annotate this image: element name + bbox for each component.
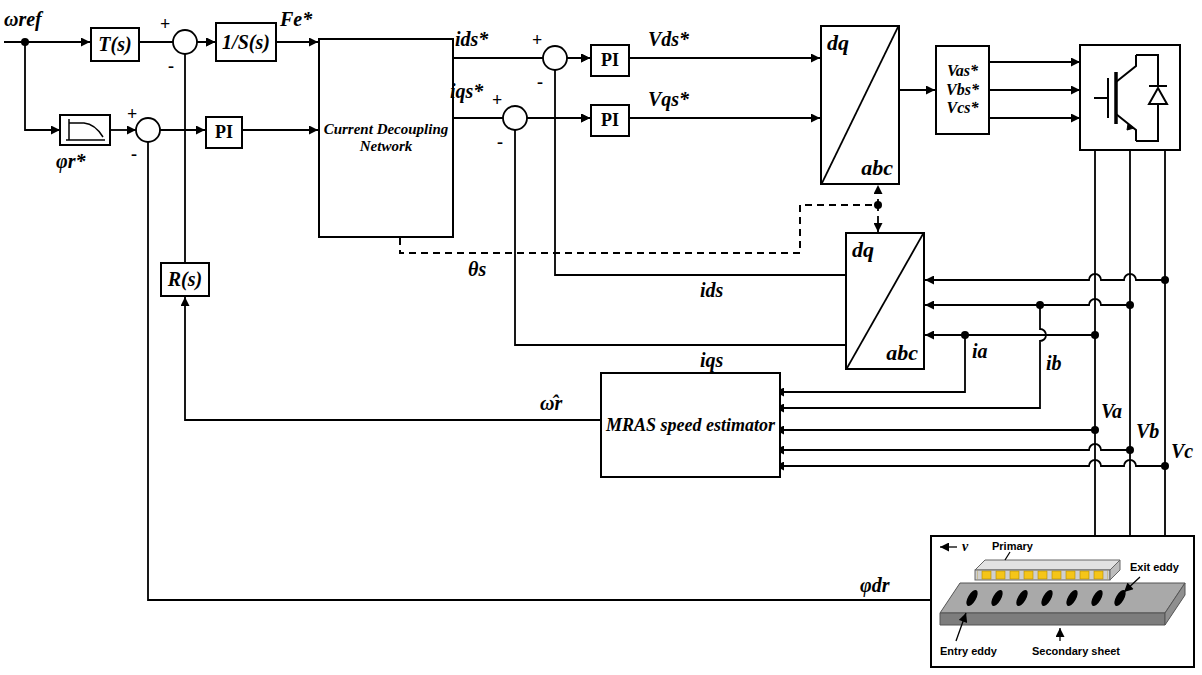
signal-label: Va [1101, 400, 1122, 423]
signal-label: ids [700, 279, 723, 302]
sign-label: + [492, 90, 502, 111]
gate-signal-wire [990, 117, 1080, 119]
signal-label: ib [1046, 352, 1062, 375]
signal-label: ωref [4, 8, 42, 31]
signal-connector [185, 297, 600, 420]
block-label: PI [215, 122, 233, 143]
transform-block: dq abc [820, 25, 900, 185]
signal-connector [630, 117, 820, 119]
pi-controller: PI [590, 104, 630, 137]
sign-label: - [168, 56, 174, 77]
pi-controller: PI [205, 116, 243, 149]
reference-wire [25, 42, 60, 130]
current-tap [925, 334, 1095, 336]
signal-label: iqs* [450, 80, 483, 103]
reference-wire [4, 41, 90, 43]
motor-box: v PrimaryExit eddyEntry eddy Secondary she… [930, 535, 1195, 668]
linear-motor-illustration [940, 547, 1185, 641]
flux-reference-wire [110, 129, 136, 131]
transform-block: dq abc [845, 232, 925, 370]
voltage-sense-wire [775, 429, 1095, 431]
current-tap [925, 299, 1130, 305]
gate-signal-wire [990, 89, 1080, 91]
transfer-block: R(s) [160, 262, 210, 297]
block-label: Vas* [947, 62, 978, 80]
voltage-sense-wire [775, 444, 1130, 450]
signal-label: ids* [455, 28, 488, 51]
sign-label: - [537, 72, 543, 93]
part-label: v [962, 539, 968, 555]
block-label: abc [861, 155, 893, 180]
sign-label: + [532, 30, 542, 51]
block-label: R(s) [168, 268, 202, 291]
gate-signal-wire [990, 61, 1080, 63]
diagonal-line [847, 234, 923, 368]
signal-connector [555, 58, 845, 275]
transfer-block: 1/S(s) [215, 22, 277, 62]
part-label: Entry eddy [940, 645, 997, 658]
junction-dot [874, 201, 882, 209]
signal-connector [900, 89, 935, 91]
block-label: abc [886, 340, 918, 365]
signal-label: Fe* [280, 8, 312, 31]
signal-connector [630, 57, 820, 59]
igbt-symbol [1094, 55, 1167, 141]
signal-connector [515, 118, 845, 345]
signal-label: Vb [1136, 420, 1159, 443]
block-label: dq [852, 237, 874, 262]
transfer-block: T(s) [90, 27, 140, 62]
block-label: PI [601, 50, 619, 71]
block-label: MRAS speed estimator [606, 415, 775, 436]
field-weakening-block [60, 115, 110, 145]
signal-label: ia [972, 340, 988, 363]
signal-connector [400, 205, 878, 253]
block-label: 1/S(s) [222, 31, 270, 54]
part-label: Secondary sheet [1032, 645, 1120, 658]
voltage-reference-block: Vas*Vbs*Vcs* [935, 45, 990, 135]
voltage-sense-wire [775, 460, 1165, 466]
signal-label: Vqs* [648, 88, 689, 111]
signal-label: Vc [1171, 440, 1193, 463]
signal-connector [243, 129, 318, 131]
block-label: Current Decoupling Network [323, 121, 449, 156]
signal-label: θs [468, 258, 486, 281]
signal-label: ω̂r [540, 392, 562, 415]
signal-label: Vds* [648, 28, 689, 51]
estimator-block: MRAS speed estimator [600, 372, 781, 478]
pi-controller: PI [590, 44, 630, 77]
phase-wire [1095, 150, 1165, 535]
signal-label: iqs [700, 349, 723, 372]
signal-label: φr* [56, 150, 85, 173]
diagonal-line [822, 27, 898, 183]
block-label: PI [601, 110, 619, 131]
part-label: Exit eddy [1130, 561, 1179, 574]
block-label: Vcs* [947, 99, 979, 117]
current-tap [925, 274, 1165, 280]
block-label: dq [827, 30, 849, 55]
signal-label: φdr [860, 574, 889, 597]
block-label: Vbs* [946, 81, 979, 99]
sign-label: - [131, 144, 137, 165]
decoupling-block: Current Decoupling Network [318, 38, 454, 238]
signal-connector [400, 185, 878, 253]
sign-label: + [160, 14, 170, 35]
signal-connector [185, 42, 215, 262]
inverter-box [1080, 45, 1180, 150]
junction-dot [21, 38, 1169, 470]
field-weakening-curve [66, 119, 105, 140]
signal-connector [277, 41, 318, 43]
signal-connector [148, 130, 930, 600]
sign-label: + [127, 104, 137, 125]
sign-label: - [497, 132, 503, 153]
block-label: T(s) [98, 33, 131, 56]
part-label: Primary [992, 540, 1033, 553]
